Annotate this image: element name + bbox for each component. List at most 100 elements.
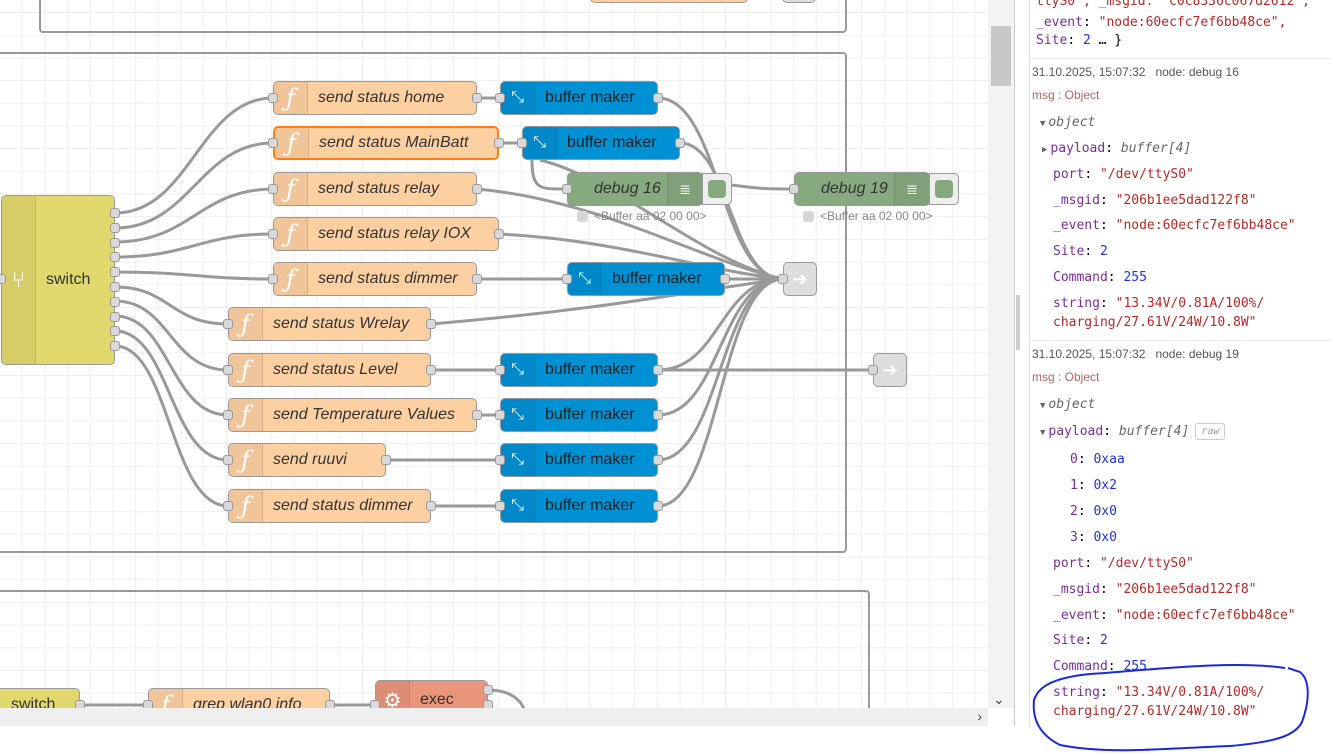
buffer-maker-node[interactable]: ⤡ buffer maker <box>567 262 725 296</box>
buffer-maker-node[interactable]: ⤡ buffer maker <box>500 398 658 432</box>
node-port[interactable] <box>472 184 482 194</box>
group-top[interactable] <box>39 0 847 33</box>
buffer-maker-node[interactable]: ⤡ buffer maker <box>500 443 658 477</box>
node-port[interactable] <box>720 274 730 284</box>
node-port[interactable] <box>472 93 482 103</box>
node-port[interactable] <box>223 365 233 375</box>
node-port[interactable] <box>653 410 663 420</box>
object-toggle[interactable]: ▼object <box>1040 115 1096 130</box>
node-port[interactable] <box>110 341 120 352</box>
switch-input-port[interactable] <box>0 274 6 284</box>
node-port[interactable] <box>483 685 493 695</box>
node-port[interactable] <box>778 274 788 284</box>
node-port[interactable] <box>472 274 482 284</box>
debug-node[interactable]: debug 16 ≣ <box>567 172 703 206</box>
vertical-scrollbar[interactable]: ⌄ <box>988 0 1014 708</box>
node-port[interactable] <box>75 700 85 708</box>
node-port[interactable] <box>562 274 572 284</box>
node-port[interactable] <box>325 700 335 708</box>
function-node[interactable]: ƒ send status Wrelay <box>228 307 431 341</box>
node-port[interactable] <box>495 93 505 103</box>
node-port[interactable] <box>268 138 278 148</box>
node-port[interactable] <box>653 501 663 511</box>
node-port[interactable] <box>110 237 120 248</box>
node-port[interactable] <box>789 184 799 194</box>
partial-function-node[interactable] <box>590 0 748 3</box>
node-port[interactable] <box>675 138 685 148</box>
node-port[interactable] <box>868 365 878 375</box>
buffer-maker-node[interactable]: ⤡ buffer maker <box>500 81 658 115</box>
function-node[interactable]: ƒ send ruuvi <box>228 443 386 477</box>
node-port[interactable] <box>494 138 504 148</box>
horizontal-scrollbar[interactable]: › <box>0 708 988 726</box>
function-node[interactable]: ƒ grep wlan0 info <box>148 688 330 708</box>
node-port[interactable] <box>495 365 505 375</box>
node-port[interactable] <box>110 222 120 233</box>
message-node-link[interactable]: node: debug 16 <box>1155 65 1239 79</box>
node-port[interactable] <box>426 319 436 329</box>
debug-toggle-button[interactable] <box>929 173 959 205</box>
flow-workspace[interactable]: ⑂ switch ƒ send status home ƒ send statu… <box>0 0 988 708</box>
node-port[interactable] <box>653 455 663 465</box>
node-port[interactable] <box>426 365 436 375</box>
node-port[interactable] <box>268 184 278 194</box>
chevron-right-icon[interactable]: › <box>977 708 982 724</box>
node-port[interactable] <box>268 274 278 284</box>
debug-node[interactable]: debug 19 ≣ <box>794 172 930 206</box>
function-node[interactable]: ƒ send status dimmer <box>273 262 477 296</box>
node-port[interactable] <box>110 282 120 292</box>
node-port[interactable] <box>426 501 436 511</box>
node-port[interactable] <box>472 410 482 420</box>
node-port[interactable] <box>268 229 278 239</box>
switch-node[interactable]: switch <box>0 688 80 708</box>
raw-toggle-button[interactable]: raw <box>1195 423 1226 440</box>
node-port[interactable] <box>495 501 505 511</box>
debug-toggle-button[interactable] <box>702 173 732 205</box>
node-port[interactable] <box>110 267 120 278</box>
partial-node[interactable] <box>782 0 816 3</box>
switch-node[interactable]: ⑂ switch <box>1 195 115 365</box>
exec-node[interactable]: ⚙ exec <box>375 680 488 708</box>
payload-row[interactable]: ▶payload: buffer[4] <box>1042 141 1192 156</box>
sidebar-resize-divider[interactable] <box>1014 0 1030 726</box>
resize-handle[interactable] <box>1016 295 1020 350</box>
node-port[interactable] <box>223 501 233 511</box>
node-port[interactable] <box>517 138 527 148</box>
function-node[interactable]: ƒ send status relay <box>273 172 477 206</box>
node-port[interactable] <box>562 184 572 194</box>
buffer-maker-node[interactable]: ⤡ buffer maker <box>522 126 680 160</box>
link-out-node[interactable]: ➔ <box>873 353 907 387</box>
node-port[interactable] <box>223 319 233 329</box>
node-port[interactable] <box>110 208 120 218</box>
payload-row[interactable]: ▼payload: buffer[4]raw <box>1040 423 1226 440</box>
chevron-down-icon[interactable]: ⌄ <box>993 691 1005 707</box>
node-port[interactable] <box>268 93 278 103</box>
link-out-node[interactable]: ➔ <box>783 262 817 296</box>
group-main[interactable] <box>0 52 847 553</box>
buffer-maker-node[interactable]: ⤡ buffer maker <box>500 353 658 387</box>
node-port[interactable] <box>495 455 505 465</box>
function-node[interactable]: ƒ send status relay IOX <box>273 217 499 251</box>
vertical-scroll-thumb[interactable] <box>991 26 1011 86</box>
node-port[interactable] <box>223 455 233 465</box>
function-node[interactable]: ƒ send status home <box>273 81 477 115</box>
node-port[interactable] <box>653 365 663 375</box>
object-toggle[interactable]: ▼object <box>1040 397 1096 412</box>
node-port[interactable] <box>381 455 391 465</box>
node-port[interactable] <box>110 296 120 307</box>
node-port[interactable] <box>494 229 504 239</box>
node-port[interactable] <box>143 700 153 708</box>
node-port[interactable] <box>483 700 493 708</box>
message-node-link[interactable]: node: debug 19 <box>1155 347 1239 361</box>
node-port[interactable] <box>110 326 120 337</box>
function-node[interactable]: ƒ send Temperature Values <box>228 398 477 432</box>
node-port[interactable] <box>653 93 663 103</box>
buffer-maker-node[interactable]: ⤡ buffer maker <box>500 489 658 523</box>
node-port[interactable] <box>110 252 120 263</box>
function-node[interactable]: ƒ send status Level <box>228 353 431 387</box>
node-port[interactable] <box>110 311 120 322</box>
node-port[interactable] <box>495 410 505 420</box>
function-node-selected[interactable]: ƒ send status MainBatt <box>273 126 499 160</box>
group-bottom[interactable] <box>0 590 870 708</box>
node-port[interactable] <box>223 410 233 420</box>
